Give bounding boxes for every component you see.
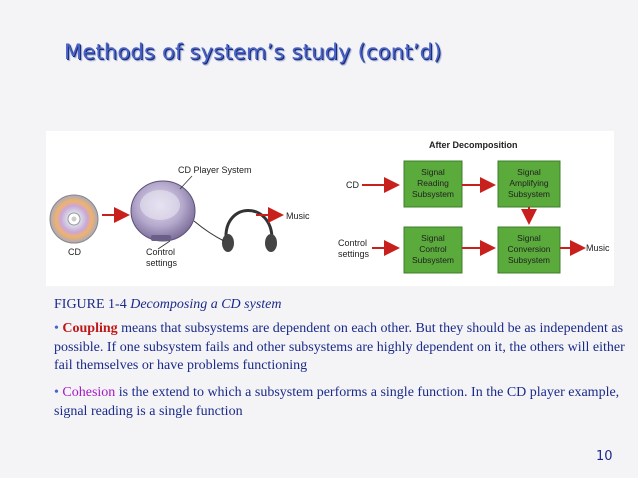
signal-conversion-subsystem-box: Signal Conversion Subsystem xyxy=(497,226,561,274)
coupling-bullet: • xyxy=(54,321,59,336)
page-number: 10 xyxy=(596,449,613,464)
cd-player-illustration xyxy=(130,180,196,242)
cohesion-term: Cohesion xyxy=(62,385,116,400)
figure-caption: FIGURE 1-4 Decomposing a CD system xyxy=(54,297,282,313)
coupling-paragraph: • Coupling means that subsystems are dep… xyxy=(54,320,638,376)
music-label: Music xyxy=(286,211,310,221)
headphones-illustration xyxy=(193,209,277,252)
caption-prefix: FIGURE 1-4 xyxy=(54,297,131,312)
signal-amplifying-subsystem-box: Signal Amplifying Subsystem xyxy=(497,160,561,208)
control-box-line-2: Control xyxy=(419,244,447,254)
player-title: CD Player System xyxy=(178,165,252,175)
reading-box-line-1: Signal xyxy=(421,167,445,177)
control-settings-label-1: Control xyxy=(146,247,175,257)
cohesion-text: is the extend to which a subsystem perfo… xyxy=(54,385,620,419)
conversion-box-line-3: Subsystem xyxy=(508,255,550,265)
input-control-label-1: Control xyxy=(338,238,367,248)
amplifying-box-line-1: Signal xyxy=(517,167,541,177)
conversion-box-line-2: Conversion xyxy=(508,244,551,254)
caption-text: Decomposing a CD system xyxy=(130,297,282,312)
after-decomposition-title: After Decomposition xyxy=(429,140,518,150)
reading-box-line-2: Reading xyxy=(417,178,449,188)
output-music-label: Music xyxy=(586,243,610,253)
amplifying-box-line-2: Amplifying xyxy=(509,178,548,188)
reading-box-line-3: Subsystem xyxy=(412,189,454,199)
coupling-term: Coupling xyxy=(62,321,118,336)
amplifying-box-line-3: Subsystem xyxy=(508,189,550,199)
cohesion-bullet: • xyxy=(54,385,59,400)
cd-label: CD xyxy=(68,247,81,257)
input-cd-label: CD xyxy=(346,180,359,190)
cd-disc-illustration xyxy=(49,194,99,244)
cohesion-paragraph: • Cohesion is the extend to which a subs… xyxy=(54,384,638,421)
control-box-line-1: Signal xyxy=(421,233,445,243)
figure-cd-decomposition: CD CD Player System Music xyxy=(46,131,614,286)
conversion-box-line-1: Signal xyxy=(517,233,541,243)
coupling-text: means that subsystems are dependent on e… xyxy=(54,321,625,373)
signal-control-subsystem-box: Signal Control Subsystem xyxy=(403,226,463,274)
input-control-label-2: settings xyxy=(338,249,370,259)
slide-title: Methods of system’s study (cont’d) xyxy=(64,40,442,64)
control-settings-label-2: settings xyxy=(146,258,178,268)
signal-reading-subsystem-box: Signal Reading Subsystem xyxy=(403,160,463,208)
control-box-line-3: Subsystem xyxy=(412,255,454,265)
